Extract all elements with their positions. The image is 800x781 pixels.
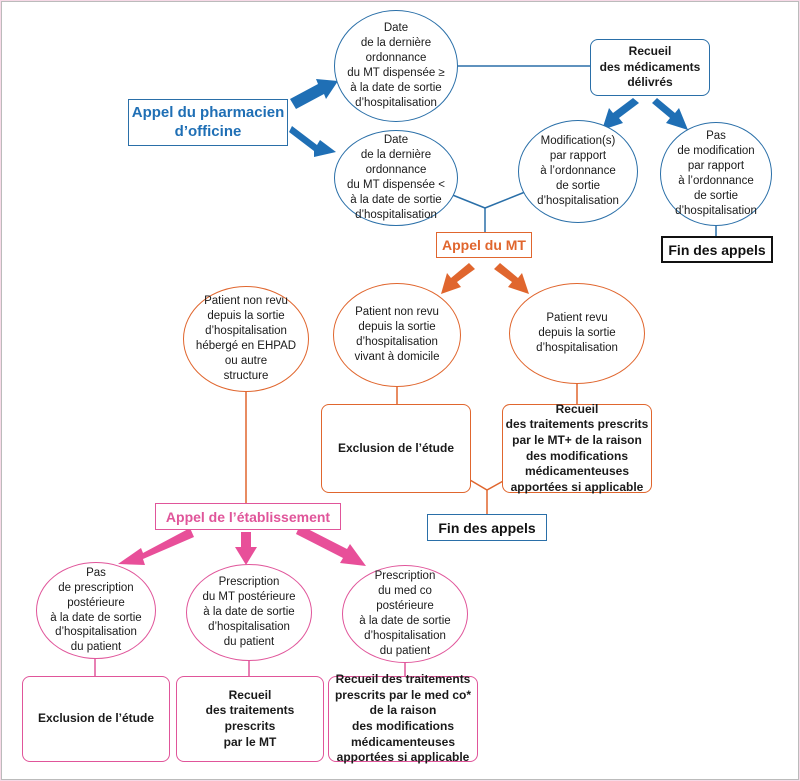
mt-collect-box: Recueil des traitements prescrits par le… xyxy=(502,402,652,494)
arrow-mt-to-home xyxy=(441,263,475,294)
establishment-collect-medco-box: Recueil des traitements prescrits par le… xyxy=(328,672,478,764)
arrow-pharm-to-geq xyxy=(290,79,338,109)
ellipse-patient-home: Patient non revu depuis la sortie d’hosp… xyxy=(333,283,461,387)
ellipse-medco-prescription: Prescription du med co postérieure à la … xyxy=(342,565,468,663)
ellipse-date-lt: Date de la dernière ordonnance du MT dis… xyxy=(334,130,458,226)
ellipse-modification: Modification(s) par rapport à l’ordonnan… xyxy=(518,120,638,223)
ellipse-no-prescription: Pas de prescription postérieure à la dat… xyxy=(36,562,156,659)
ellipse-patient-seen: Patient revu depuis la sortie d’hospital… xyxy=(509,283,645,384)
arrow-collect-to-mod xyxy=(602,98,639,130)
arrow-mt-to-seen xyxy=(494,263,529,294)
establishment-collect-mt-box: Recueil des traitements prescrits par le… xyxy=(176,676,324,762)
mt-call-title: Appel du MT xyxy=(436,232,532,258)
establishment-call-title: Appel de l’établissement xyxy=(155,503,341,530)
arrow-est-to-mt xyxy=(235,532,257,565)
collect-dispensed-box: Recueil des médicaments délivrés xyxy=(590,39,710,96)
arrow-est-to-noprescription xyxy=(118,528,194,565)
mt-exclusion-box: Exclusion de l’étude xyxy=(321,404,471,493)
pharmacist-call-title: Appel du pharmacien d’officine xyxy=(128,99,288,146)
end-calls-box-mt: Fin des appels xyxy=(427,514,547,541)
arrow-pharm-to-lt xyxy=(289,126,336,157)
ellipse-mt-prescription: Prescription du MT postérieure à la date… xyxy=(186,564,312,661)
ellipse-patient-ehpad: Patient non revu depuis la sortie d’hosp… xyxy=(183,286,309,392)
arrow-est-to-medco xyxy=(296,525,366,566)
connector-boxes-to-end xyxy=(469,479,506,491)
establishment-exclusion-box: Exclusion de l’étude xyxy=(22,676,170,762)
ellipse-date-geq: Date de la dernière ordonnance du MT dis… xyxy=(334,10,458,122)
end-calls-box-pharmacist: Fin des appels xyxy=(661,236,773,263)
ellipse-no-modification: Pas de modification par rapport à l’ordo… xyxy=(660,122,772,226)
connector-mod-to-mt xyxy=(484,191,526,209)
arrow-collect-to-nomod xyxy=(652,98,688,130)
